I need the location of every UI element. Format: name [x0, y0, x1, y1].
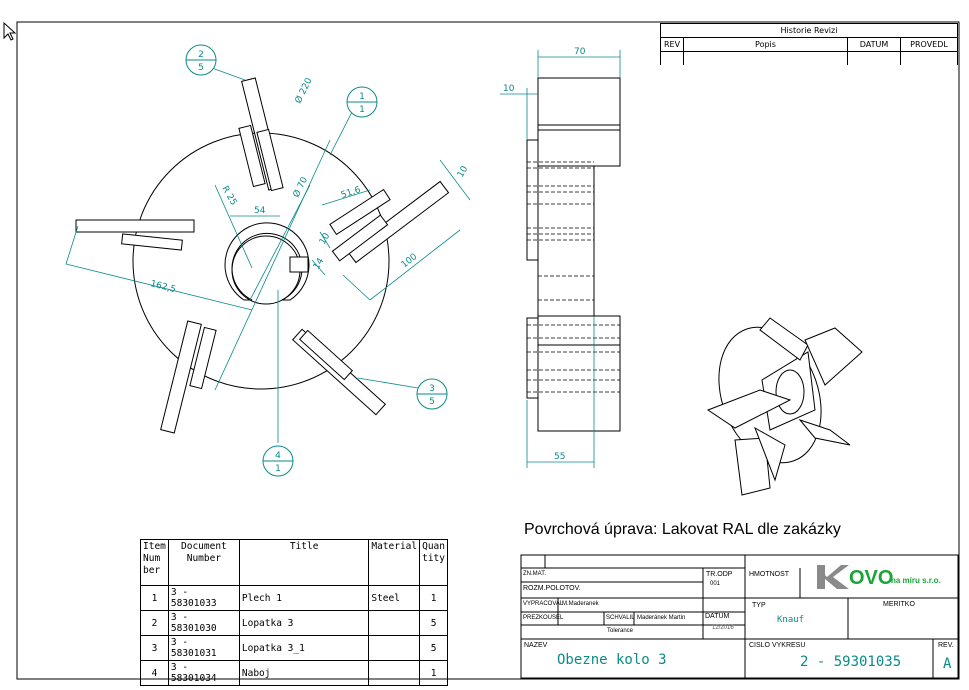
tb-cislo-value: 2 - 59301035	[800, 654, 902, 670]
dim-10a: 10	[456, 164, 471, 179]
blade-top	[238, 77, 284, 192]
revision-history: Historie Revizi REV Popis DATUM PROVEDL	[660, 23, 958, 67]
dim-side-70: 70	[574, 47, 586, 57]
tb-tolerance: Tolerance	[607, 628, 634, 634]
callout-2-bottom: 5	[198, 63, 204, 73]
callout-4-bottom: 1	[275, 464, 281, 474]
tb-vypracoval-value: M.Maderanek	[562, 601, 599, 607]
tb-datum-label: DATUM	[705, 613, 730, 620]
callout-2	[185, 44, 217, 76]
callout-labels: 2 5 1 1 3 5 4 1	[198, 50, 435, 474]
tb-rev-label: REV.	[938, 642, 954, 649]
dim-r25: R 25	[219, 185, 238, 208]
blade-left	[75, 219, 195, 251]
tb-meritko: MERITKO	[883, 601, 915, 608]
dim-d70: Ø 70	[291, 175, 310, 199]
blade-bottom-left	[160, 320, 217, 434]
company-logo: OVO na míru s.r.o.	[815, 563, 955, 593]
bom-header-doc: Document Number	[167, 539, 240, 586]
tb-cislo-label: CISLO VYKRESU	[749, 642, 806, 649]
bom-header-material: Material	[368, 539, 421, 586]
dim-100: 100	[400, 252, 420, 271]
callout-3-bottom: 5	[429, 397, 435, 407]
tb-nazev-value: Obezne kolo 3	[557, 652, 667, 668]
callout-1	[346, 86, 378, 118]
table-row: 4 3 - 58301034 Naboj 1	[140, 660, 448, 686]
side-view	[526, 77, 621, 432]
dim-54: 54	[254, 206, 266, 216]
dim-14: 14	[312, 256, 327, 271]
mouse-cursor-icon	[3, 22, 17, 41]
hub-ring	[224, 222, 310, 301]
callout-4-top: 4	[275, 451, 281, 461]
parts-list: Item Num ber Document Number Title Mater…	[140, 539, 448, 686]
side-dimension-labels: 70 10 55	[503, 47, 586, 462]
dim-516: 51,6	[340, 185, 362, 201]
logo-k-icon	[817, 565, 849, 589]
side-view-hidden	[527, 161, 620, 393]
dim-d220: Ø 220	[293, 76, 315, 105]
callout-1-bottom: 1	[359, 105, 365, 115]
front-view	[75, 77, 450, 434]
callout-4	[262, 445, 294, 477]
rev-col-popis: Popis	[683, 37, 848, 52]
revision-history-title: Historie Revizi	[660, 23, 958, 38]
rev-col-provedl: PROVEDL	[900, 37, 958, 52]
tb-rozm: ROZM.POLOTOV.	[523, 585, 581, 592]
tb-hmotnost: HMOTNOST	[749, 571, 790, 578]
logo-subtext: na míru s.r.o.	[891, 576, 941, 585]
table-row: 2 3 - 58301030 Lopatka 3 5	[140, 610, 448, 636]
dim-10b: 10	[318, 231, 333, 246]
tb-trodp-label: TR.ODP	[706, 571, 733, 578]
table-row: 3 3 - 58301031 Lopatka 3_1 5	[140, 635, 448, 661]
tb-trodp-value: 001	[710, 581, 721, 587]
tb-datum-value: 12/2016	[712, 625, 734, 631]
rev-col-datum: DATUM	[847, 37, 901, 52]
tb-schvalil-label: SCHVALIL	[606, 615, 635, 621]
callout-2-top: 2	[198, 50, 204, 60]
side-dimensions	[500, 50, 621, 468]
tb-znmat: ZN.MAT.	[523, 571, 546, 577]
dim-side-10: 10	[503, 84, 515, 94]
keyway	[289, 256, 309, 273]
tb-vypracoval-label: VYPRACOVAL	[523, 601, 564, 607]
title-block-lines	[520, 554, 959, 679]
blade-bottom-right	[291, 328, 387, 416]
tb-nazev-label: NAZEV	[524, 642, 548, 649]
bom-header-item: Item Num ber	[140, 539, 169, 586]
tb-prezkousel: PREZKOUSEL	[523, 615, 564, 621]
logo-text: OVO	[849, 567, 894, 589]
front-dimensions	[65, 67, 471, 443]
surface-treatment-note: Povrchová úprava: Lakovat RAL dle zakázk…	[524, 521, 841, 538]
dim-1625: 162,5	[149, 279, 176, 295]
tb-typ-label: TYP	[752, 602, 766, 609]
table-row: 1 3 - 58301033 Plech 1 Steel 1	[140, 585, 448, 611]
tb-typ-value: Knauf	[777, 615, 805, 625]
sheet-border	[16, 21, 960, 680]
rev-col-rev: REV	[660, 37, 684, 52]
blade-right	[329, 180, 450, 264]
callout-1-top: 1	[359, 92, 365, 102]
dim-side-55: 55	[554, 452, 565, 462]
isometric-view	[706, 317, 863, 496]
bom-header-qty: Quan tity	[419, 539, 448, 586]
tb-rev-value: A	[943, 656, 952, 672]
callout-3-top: 3	[429, 384, 435, 394]
callout-3	[416, 378, 448, 410]
bom-header-title: Title	[238, 539, 370, 586]
tb-schvalil-value: Maderánek Martin	[637, 615, 686, 621]
